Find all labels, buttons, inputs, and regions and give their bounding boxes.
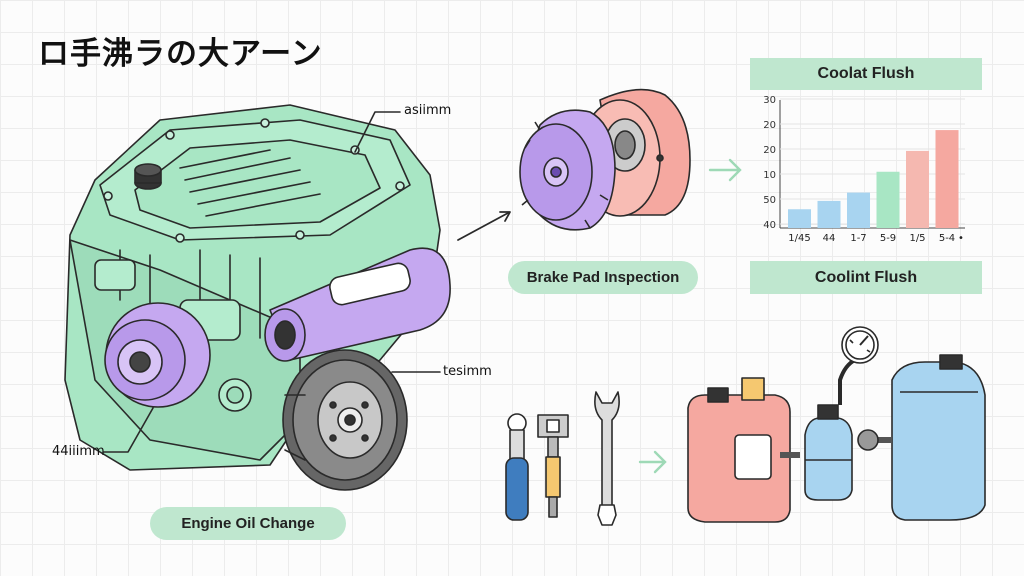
callout-left: 44iiimm bbox=[52, 444, 105, 459]
x-tick-label: 44 bbox=[823, 233, 836, 244]
bar-4 bbox=[906, 150, 930, 228]
callout-top: asiimm bbox=[404, 103, 452, 118]
engine-oil-change-label: Engine Oil Change bbox=[181, 515, 315, 532]
coolant-flush-pill: Coolint Flush bbox=[750, 261, 982, 294]
x-tick-label: 1-7 bbox=[850, 233, 866, 244]
bar-1 bbox=[817, 200, 841, 228]
engine-oil-change-pill: Engine Oil Change bbox=[150, 507, 346, 540]
x-tick-label: 1/45 bbox=[788, 233, 810, 244]
y-tick-label: 20 bbox=[763, 120, 776, 131]
chart-title-pill: Coolat Flush bbox=[750, 58, 982, 90]
y-tick-label: 10 bbox=[763, 170, 776, 181]
y-tick-label: 50 bbox=[763, 195, 776, 206]
x-tick-label: 5-9 bbox=[880, 233, 896, 244]
x-tick-label: 1/5 bbox=[909, 233, 925, 244]
y-tick-label: 40 bbox=[763, 220, 776, 231]
bar-5 bbox=[935, 130, 959, 228]
callout-right: tesimm bbox=[443, 364, 492, 379]
chart-title: Coolat Flush bbox=[817, 65, 915, 82]
brake-pad-inspection-label: Brake Pad Inspection bbox=[526, 269, 680, 286]
bar-2 bbox=[847, 192, 871, 228]
y-tick-label: 30 bbox=[763, 95, 776, 106]
brake-pad-inspection-pill: Brake Pad Inspection bbox=[508, 261, 698, 294]
x-tick-label: 5-4 bbox=[939, 233, 955, 244]
y-tick-label: 20 bbox=[763, 145, 776, 156]
page-title: ロ手沸ラの大アーン bbox=[38, 36, 323, 72]
x-axis-end-marker: • bbox=[958, 233, 964, 244]
bar-3 bbox=[876, 171, 900, 228]
coolant-flush-label: Coolint Flush bbox=[814, 268, 918, 286]
bar-0 bbox=[788, 209, 812, 228]
